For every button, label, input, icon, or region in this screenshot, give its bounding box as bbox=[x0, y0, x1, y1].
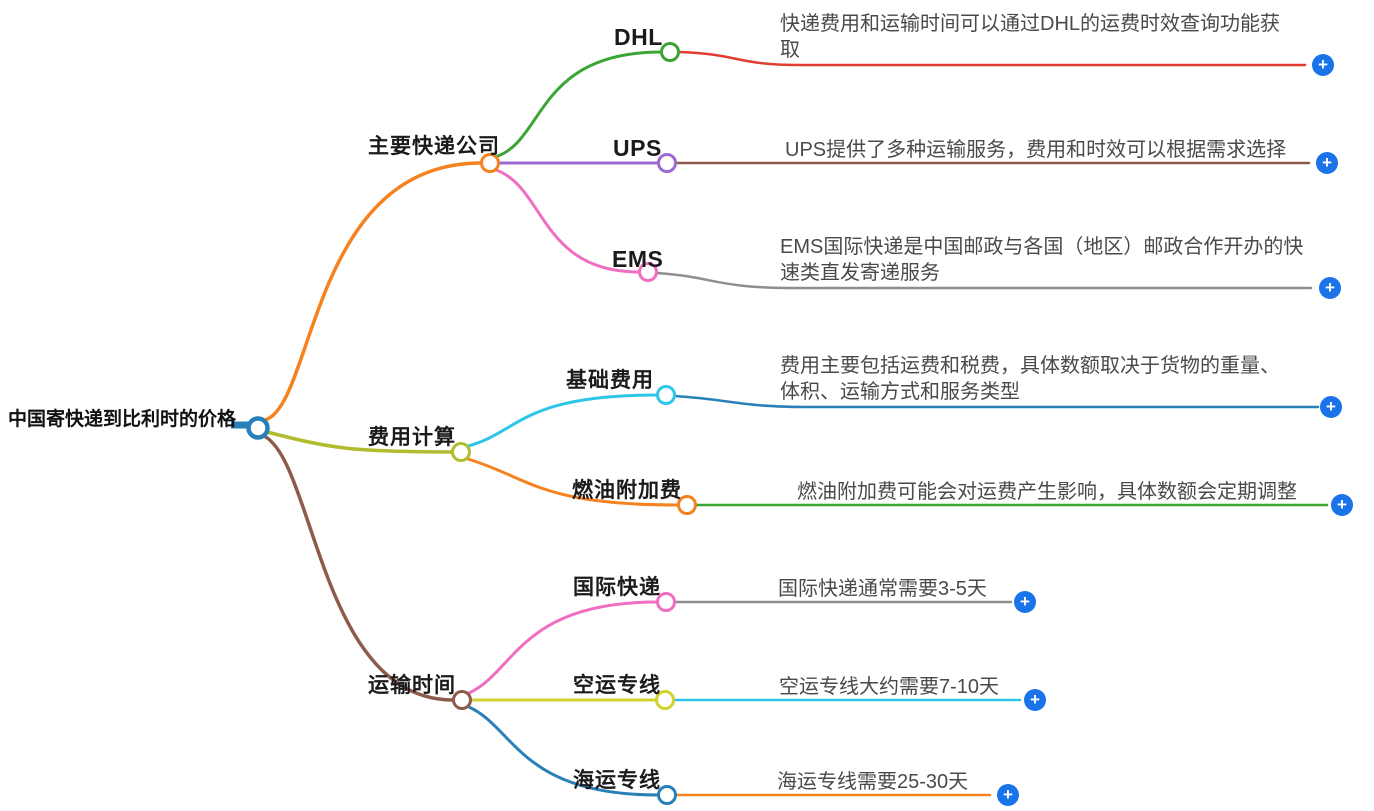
child-line-sea-freight bbox=[467, 705, 660, 797]
child-line-base-fee bbox=[466, 393, 659, 448]
child-line-intl-express bbox=[467, 600, 659, 695]
branch-line-couriers bbox=[263, 161, 483, 422]
node-handle-ups[interactable] bbox=[657, 153, 677, 173]
node-handle-dhl[interactable] bbox=[660, 42, 680, 62]
leaf-text-intl-express[interactable]: 国际快递通常需要3-5天 bbox=[778, 578, 987, 600]
node-handle-base-fee[interactable] bbox=[656, 385, 676, 405]
leaf-text-air-freight[interactable]: 空运专线大约需要7-10天 bbox=[779, 676, 1000, 698]
leaf-line-dhl bbox=[677, 50, 1307, 67]
leaf-text-dhl[interactable]: 快递费用和运输时间可以通过DHL的运费时效查询功能获取 bbox=[780, 13, 1281, 61]
leaf-text-base-fee[interactable]: 费用主要包括运费和税费，具体数额取决于货物的重量、体积、运输方式和服务类型 bbox=[780, 355, 1280, 403]
branch-line-time bbox=[262, 434, 455, 702]
child-line-ems bbox=[494, 168, 641, 274]
node-label-intl-express[interactable]: 国际快递 bbox=[573, 576, 661, 599]
node-label-root[interactable]: 中国寄快递到比利时的价格 bbox=[8, 409, 237, 430]
node-handle-air-freight[interactable] bbox=[655, 690, 675, 710]
add-child-button-sea-freight[interactable]: + bbox=[997, 784, 1019, 806]
leaf-text-ems[interactable]: EMS国际快递是中国邮政与各国（地区）邮政合作开办的快速类直发寄递服务 bbox=[780, 236, 1304, 284]
leaf-text-sea-freight[interactable]: 海运专线需要25-30天 bbox=[777, 771, 969, 793]
branch-line-cost bbox=[265, 430, 454, 454]
node-label-couriers[interactable]: 主要快递公司 bbox=[368, 135, 500, 158]
leaf-text-fuel-surcharge[interactable]: 燃油附加费可能会对运费产生影响，具体数额会定期调整 bbox=[797, 481, 1297, 503]
node-handle-couriers[interactable] bbox=[480, 153, 500, 173]
node-label-air-freight[interactable]: 空运专线 bbox=[573, 674, 661, 697]
node-handle-ems[interactable] bbox=[638, 262, 658, 282]
leaf-text-ups[interactable]: UPS提供了多种运输服务，费用和时效可以根据需求选择 bbox=[785, 139, 1287, 161]
node-handle-time[interactable] bbox=[452, 690, 472, 710]
add-child-button-base-fee[interactable]: + bbox=[1320, 396, 1342, 418]
node-handle-cost[interactable] bbox=[451, 442, 471, 462]
add-child-button-intl-express[interactable]: + bbox=[1014, 591, 1036, 613]
add-child-button-fuel-surcharge[interactable]: + bbox=[1331, 494, 1353, 516]
node-handle-fuel-surcharge[interactable] bbox=[677, 495, 697, 515]
add-child-button-dhl[interactable]: + bbox=[1312, 54, 1334, 76]
node-handle-intl-express[interactable] bbox=[656, 592, 676, 612]
node-label-time[interactable]: 运输时间 bbox=[368, 674, 456, 697]
node-label-ups[interactable]: UPS bbox=[613, 135, 662, 161]
node-label-sea-freight[interactable]: 海运专线 bbox=[573, 769, 661, 792]
add-child-button-air-freight[interactable]: + bbox=[1024, 689, 1046, 711]
node-handle-sea-freight[interactable] bbox=[657, 785, 677, 805]
node-handle-root[interactable] bbox=[246, 416, 270, 440]
node-label-dhl[interactable]: DHL bbox=[614, 24, 663, 50]
node-label-cost[interactable]: 费用计算 bbox=[368, 426, 456, 449]
leaf-line-ems bbox=[655, 271, 1313, 290]
node-label-fuel-surcharge[interactable]: 燃油附加费 bbox=[572, 479, 682, 502]
node-label-base-fee[interactable]: 基础费用 bbox=[566, 369, 654, 392]
add-child-button-ups[interactable]: + bbox=[1316, 152, 1338, 174]
leaf-line-base-fee bbox=[673, 394, 1320, 409]
child-line-fuel-surcharge bbox=[466, 457, 680, 507]
node-label-ems[interactable]: EMS bbox=[612, 246, 664, 272]
child-line-dhl bbox=[493, 50, 663, 159]
add-child-button-ems[interactable]: + bbox=[1319, 277, 1341, 299]
